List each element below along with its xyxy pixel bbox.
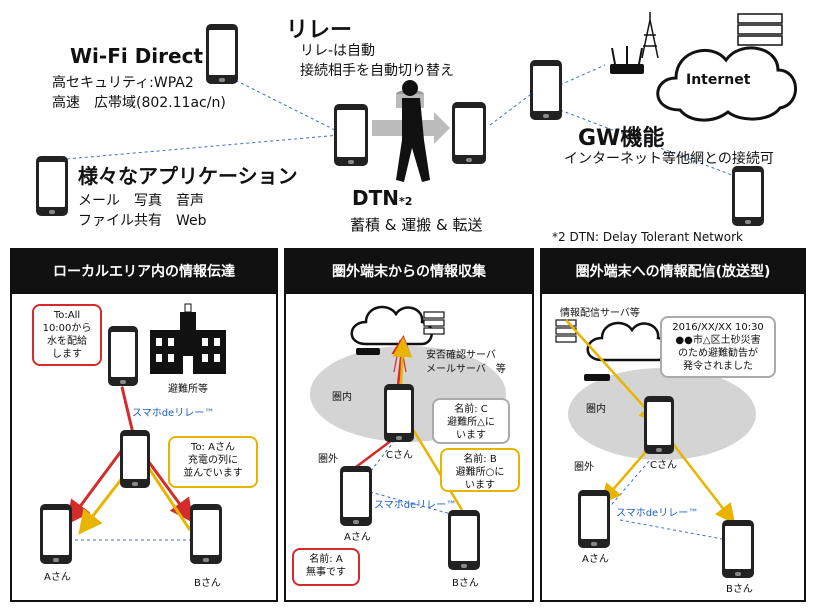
server-label-1: 安否確認サーバ: [426, 350, 496, 361]
person-c-label: Cさん: [650, 460, 677, 471]
in-range-label: 圏内: [586, 404, 606, 415]
message-bubble-yellow: 名前: B 避難所○に います: [440, 448, 520, 492]
panel-title: 圏外端末への情報配信(放送型): [542, 250, 804, 294]
phone-icon: [644, 396, 674, 454]
phone-icon: [452, 102, 486, 164]
internet-cloud-icon: [656, 46, 797, 122]
relay-line2: 接続相手を自動切り替え: [300, 63, 454, 79]
internet-label: Internet: [686, 72, 751, 88]
dtn-desc: 蓄積 & 運搬 & 転送: [350, 216, 483, 234]
person-a-label: Aさん: [44, 572, 71, 583]
relay-label: スマホdeリレー™: [616, 508, 699, 519]
message-bubble-gray: 2016/XX/XX 10:30 ●●市△区土砂災害 のため避難勧告が 発令され…: [660, 316, 776, 378]
phone-icon: [732, 166, 764, 226]
phone-icon: [722, 520, 754, 578]
phone-icon: [448, 510, 480, 570]
out-of-range-label: 圏外: [318, 454, 338, 465]
shelter-label: 避難所等: [168, 384, 208, 395]
message-bubble-red: To:All 10:00から 水を配給 します: [32, 304, 102, 366]
radio-tower-icon: [641, 12, 659, 59]
phone-icon: [340, 466, 372, 526]
phone-icon: [334, 104, 368, 166]
panel2-router-icon: [356, 348, 380, 355]
dtn-footnote: *2 DTN: Delay Tolerant Network: [552, 230, 743, 244]
phone-icon: [384, 384, 414, 442]
panel3-router-icon: [584, 374, 610, 381]
wifi-direct-title: Wi-Fi Direct: [70, 44, 203, 68]
top-links: [54, 64, 746, 181]
phone-icon: [190, 504, 222, 564]
person-b-label: Bさん: [452, 578, 479, 589]
phone-icon: [530, 60, 562, 120]
person-a-label: Aさん: [582, 554, 609, 565]
gw-title: GW機能: [578, 126, 665, 151]
walking-person-icon: [396, 80, 430, 182]
relay-line1: リレ-は自動: [300, 43, 376, 59]
phone-icon: [120, 430, 150, 488]
panel-title: ローカルエリア内の情報伝達: [12, 250, 276, 294]
phone-icon: [108, 326, 138, 386]
panel-title: 圏外端末からの情報収集: [286, 250, 532, 294]
server-rack-icon: [737, 13, 783, 46]
apps-line1: メール 写真 音声: [78, 193, 204, 209]
dtn-title: DTN*2: [352, 186, 413, 210]
phone-icon: [206, 24, 238, 84]
apps-line2: ファイル共有 Web: [78, 213, 207, 229]
phone-icon: [578, 490, 610, 548]
message-bubble-red: 名前: A 無事です: [292, 548, 360, 586]
gw-desc: インターネット等他網との接続可: [564, 151, 774, 167]
panel-local-area: ローカルエリア内の情報伝達: [10, 248, 278, 602]
relay-label: スマホdeリレー™: [374, 500, 457, 511]
in-range-label: 圏内: [332, 392, 352, 403]
wifi-router-icon: [610, 46, 644, 74]
person-c-label: Cさん: [386, 450, 413, 461]
phone-icon: [40, 504, 72, 564]
message-bubble-gray: 名前: C 避難所△に います: [432, 398, 510, 444]
distribution-server-label: 情報配信サーバ等: [560, 308, 640, 319]
panel2-server-icon: [423, 311, 445, 335]
person-b-label: Bさん: [726, 584, 753, 595]
wifi-direct-line2: 高速 広帯域(802.11ac/n): [52, 95, 226, 111]
person-b-label: Bさん: [194, 578, 221, 589]
phone-icon: [36, 156, 68, 216]
relay-title: リレー: [286, 18, 353, 43]
relay-label: スマホdeリレー™: [132, 408, 215, 419]
person-a-label: Aさん: [344, 532, 371, 543]
apps-title: 様々なアプリケーション: [78, 164, 298, 188]
message-bubble-yellow: To: Aさん 充電の列に 並んでいます: [168, 436, 258, 488]
wifi-direct-line1: 高セキュリティ:WPA2: [52, 75, 194, 91]
server-label-2: メールサーバ 等: [426, 364, 506, 375]
out-of-range-label: 圏外: [574, 462, 594, 473]
panel-info-collection: 圏外端末からの情報収集: [284, 248, 534, 602]
panel-info-broadcast: 圏外端末への情報配信(放送型): [540, 248, 806, 602]
